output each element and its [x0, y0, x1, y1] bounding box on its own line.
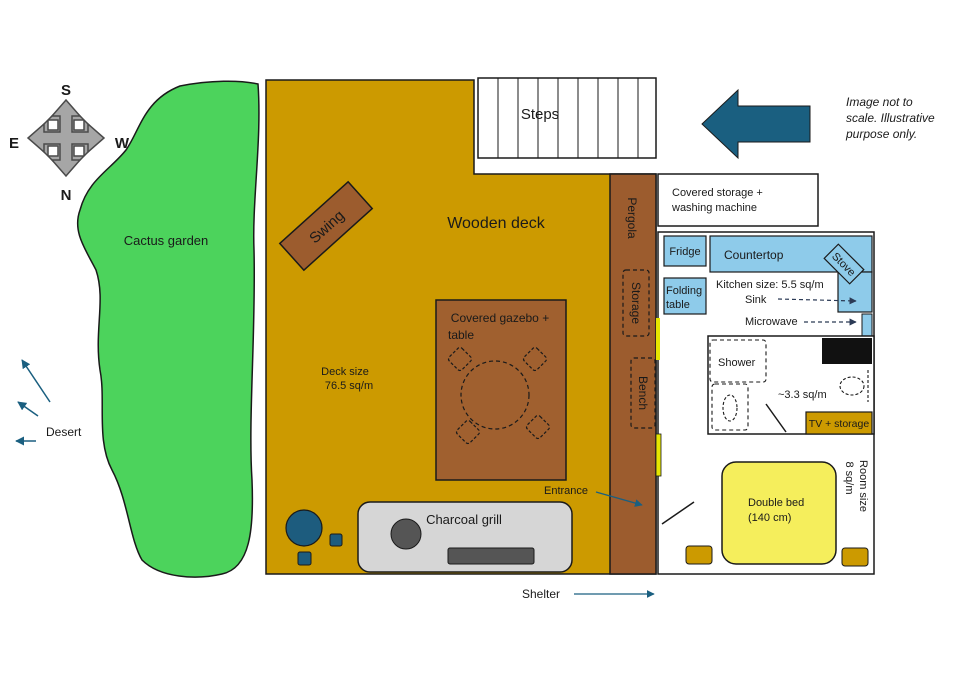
- fridge-label: Fridge: [669, 246, 700, 258]
- charcoal-grill: Charcoal grill: [357, 501, 573, 573]
- shower-area: [709, 339, 767, 383]
- door-accent: [656, 318, 660, 360]
- compass-west-label: W: [115, 135, 130, 152]
- charcoal-grill-label: Charcoal grill: [426, 512, 502, 527]
- covered-storage: [657, 173, 819, 227]
- folding-table-label-line2: table: [666, 299, 690, 311]
- gazebo: Covered gazebo + table: [435, 299, 567, 481]
- gazebo-table: [460, 360, 530, 430]
- bedside-table-right: [841, 547, 869, 567]
- covered-storage-label-line2: washing machine: [671, 202, 757, 214]
- deck-size-label-line1: Deck size: [321, 366, 369, 378]
- tv-storage-label: TV + storage: [809, 418, 870, 430]
- scale-note-line3: purpose only.: [845, 127, 917, 141]
- shelter-label: Shelter: [522, 587, 560, 601]
- pergola: [609, 173, 657, 575]
- cactus-garden-label: Cactus garden: [124, 233, 209, 248]
- bath-sink: [711, 383, 749, 431]
- tub-step: [329, 533, 343, 547]
- double-bed-label-line2: (140 cm): [748, 512, 791, 524]
- door-accent: [655, 433, 662, 477]
- shelter-door: [661, 501, 695, 525]
- gazebo-chair: [522, 346, 548, 372]
- steps: [477, 77, 657, 159]
- folding-table-label-line1: Folding: [666, 285, 702, 297]
- wooden-deck-label: Wooden deck: [447, 215, 546, 232]
- scale-note-line1: Image not to: [846, 95, 913, 109]
- grill-kettle: [390, 518, 422, 550]
- storage-label: Storage: [629, 282, 643, 324]
- compass-east-label: E: [9, 135, 19, 152]
- microwave-unit: [861, 313, 873, 337]
- desert-arrows: [15, 359, 51, 446]
- gazebo-chair: [525, 414, 551, 440]
- room-size-label-line1: Room size: [857, 460, 869, 512]
- gazebo-label-line1: Covered gazebo +: [451, 311, 549, 325]
- bench-label: Bench: [636, 376, 650, 410]
- swing: Swing: [278, 180, 374, 272]
- compass-north-label: N: [61, 187, 72, 204]
- water-heater: [822, 338, 872, 364]
- pergola-bench: [630, 357, 656, 429]
- tub-step: [297, 551, 312, 566]
- bedside-table-left: [685, 545, 713, 565]
- fridge: [663, 235, 707, 267]
- gazebo-chair: [455, 419, 481, 445]
- hot-tub: [285, 509, 323, 547]
- kitchen-size-label: Kitchen size: 5.5 sq/m: [716, 279, 824, 291]
- steps-label: Steps: [521, 106, 559, 123]
- pergola-storage: [622, 269, 650, 337]
- shower-label: Shower: [718, 357, 756, 369]
- gazebo-chair: [447, 346, 473, 372]
- deck-size-label-line2: 76.5 sq/m: [325, 380, 373, 392]
- room-size-label-line2: 8 sq/m: [843, 461, 855, 494]
- microwave-label: Microwave: [745, 316, 798, 328]
- covered-storage-label-line1: Covered storage +: [672, 187, 763, 199]
- bathroom-size-label: ~3.3 sq/m: [778, 389, 827, 401]
- desert-label: Desert: [46, 425, 82, 439]
- scale-note-line2: scale. Illustrative: [846, 111, 935, 125]
- direction-arrow-icon: [701, 88, 811, 160]
- entrance-label: Entrance: [544, 485, 588, 497]
- grill-rack: [447, 547, 535, 565]
- sink-arrow: [777, 297, 857, 305]
- gazebo-label-line2: table: [448, 328, 474, 342]
- bathroom-door: [765, 403, 787, 433]
- compass: S N E W: [9, 82, 130, 204]
- folding-table: [663, 277, 707, 315]
- pergola-label: Pergola: [625, 197, 639, 239]
- bath-sink-basin: [722, 394, 738, 422]
- compass-south-label: S: [61, 82, 71, 99]
- double-bed: [721, 461, 837, 565]
- tv-storage: [805, 411, 873, 435]
- compass-cross-icon: [26, 98, 106, 178]
- entrance-arrow: [595, 491, 643, 507]
- cactus-garden-area: [76, 80, 260, 578]
- sink-label: Sink: [745, 294, 767, 306]
- countertop-label: Countertop: [724, 248, 784, 262]
- toilet: [839, 376, 865, 396]
- double-bed-label-line1: Double bed: [748, 497, 804, 509]
